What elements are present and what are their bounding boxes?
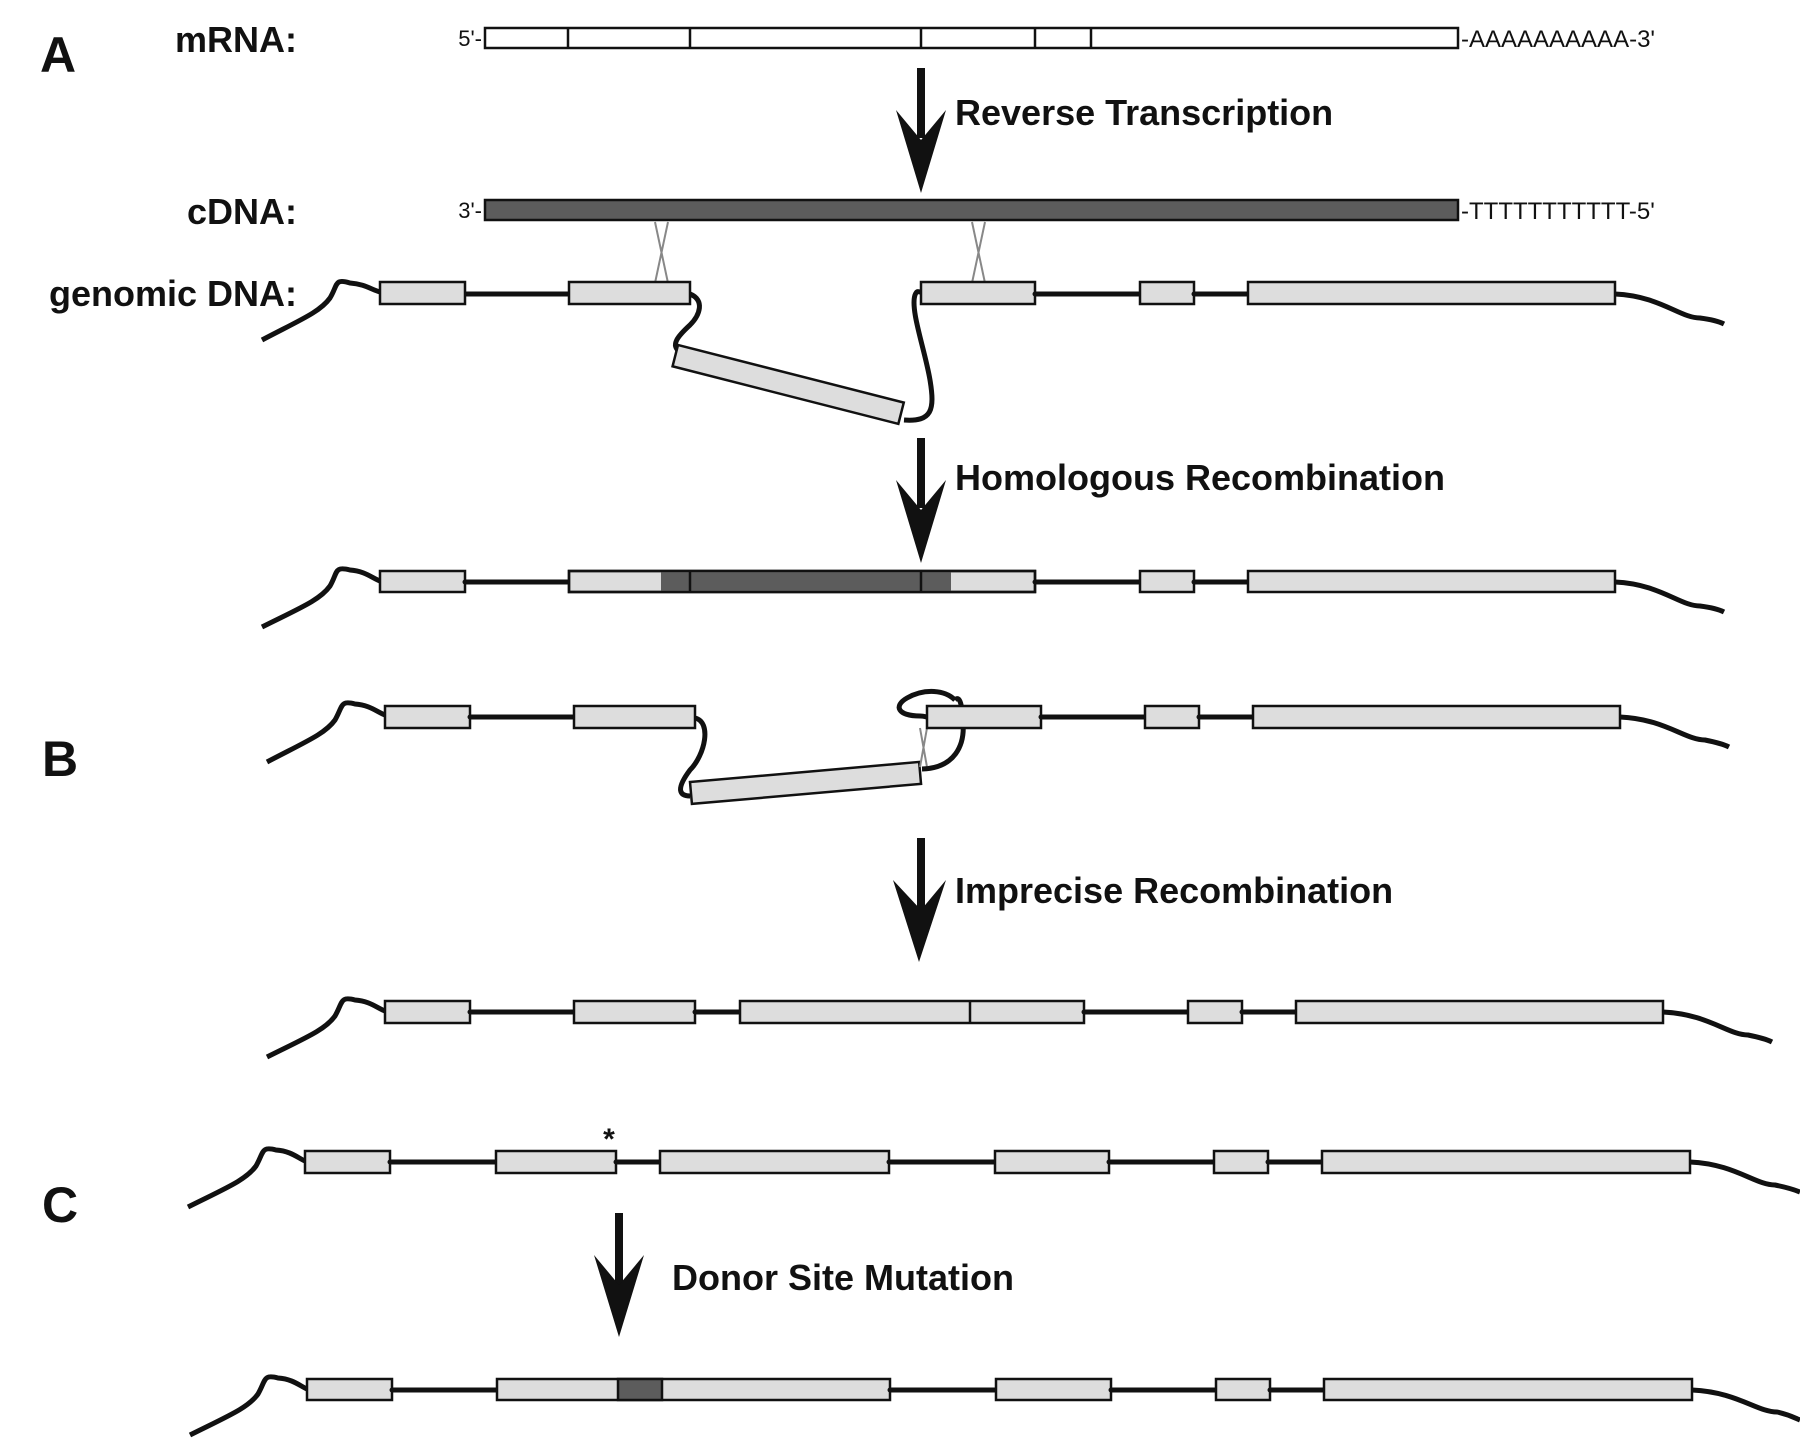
mrna-strand: 5'- -AAAAAAAAAA-3' — [458, 26, 1655, 53]
poly-a-tail: -AAAAAAAAAA-3' — [1461, 26, 1655, 53]
genomic-dna-b — [265, 689, 1731, 806]
exon-5 — [1138, 280, 1196, 306]
genomic-dna-imprecise — [265, 996, 1774, 1060]
genomic-dna-label: genomic DNA: — [49, 273, 297, 314]
exon-3-looped — [671, 343, 906, 426]
step-donor-site-mutation: Donor Site Mutation — [672, 1257, 1014, 1298]
step-reverse-transcription: Reverse Transcription — [955, 92, 1333, 133]
mutated-exon — [494, 1149, 618, 1175]
crossover-right-icon — [971, 221, 986, 284]
genomic-dna-c: * — [186, 1123, 1800, 1210]
crossover-left-icon — [654, 221, 669, 284]
exon-3-looped-b — [688, 760, 923, 806]
poly-t-tail: -TTTTTTTTTTT-5' — [1461, 198, 1655, 225]
cdna-insert — [661, 572, 951, 591]
exon-1 — [378, 280, 467, 306]
mrna-5prime: 5'- — [458, 26, 482, 51]
panel-label-b: B — [42, 731, 78, 787]
panel-label-c: C — [42, 1177, 78, 1233]
arrow-down-icon — [896, 438, 946, 563]
fused-exon — [738, 999, 1086, 1025]
arrow-down-icon — [893, 838, 946, 962]
arrow-down-icon — [594, 1213, 644, 1337]
retained-intron-exon — [495, 1377, 892, 1402]
mrna-label: mRNA: — [175, 19, 297, 60]
cdna-body — [483, 198, 1460, 222]
arrow-down-icon — [896, 68, 946, 193]
step-homologous-recombination: Homologous Recombination — [955, 457, 1445, 498]
step-imprecise-recombination: Imprecise Recombination — [955, 870, 1393, 911]
genomic-dna-recombined — [260, 566, 1726, 630]
exon-4 — [919, 280, 1037, 306]
retained-intron-segment — [616, 1377, 664, 1402]
mrna-body — [483, 26, 1460, 50]
exon-2 — [567, 280, 692, 306]
genomic-dna-final — [188, 1374, 1800, 1438]
exon-6 — [1246, 280, 1617, 306]
genomic-dna-a — [260, 278, 1726, 426]
cdna-strand: 3'- -TTTTTTTTTTT-5' — [458, 198, 1655, 225]
cdna-3prime: 3'- — [458, 198, 482, 223]
panel-label-a: A — [40, 27, 76, 83]
cdna-label: cDNA: — [187, 191, 297, 232]
mutation-asterisk-icon: * — [603, 1123, 615, 1156]
